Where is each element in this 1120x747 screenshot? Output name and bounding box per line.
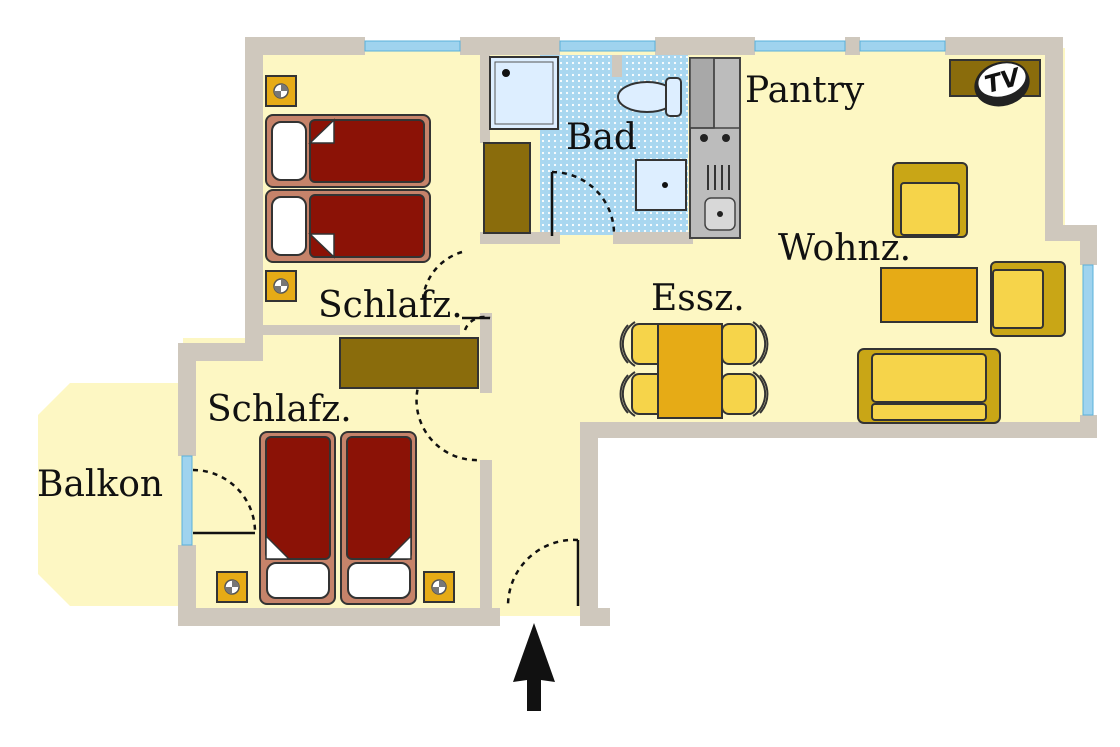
shower (489, 56, 559, 130)
room-label-balkon: Balkon (37, 464, 164, 505)
wardrobe-lower (339, 337, 479, 389)
room-label-schlafz-lower: Schlafz. (207, 389, 352, 430)
walls (178, 37, 1097, 626)
windows (181, 40, 1094, 546)
room-label-essz: Essz. (651, 278, 745, 319)
tv-icon: TV (949, 59, 1041, 107)
entrance-arrow-icon (513, 623, 555, 711)
bedside-lamps (216, 75, 455, 603)
sofa (857, 348, 1001, 424)
bed-upper-2 (265, 189, 431, 263)
balcony-area (38, 383, 188, 606)
bed-upper-1 (265, 114, 431, 188)
dining-table (657, 323, 723, 419)
bed-lower-1 (259, 431, 336, 605)
doors (192, 170, 616, 607)
room-label-pantry: Pantry (745, 70, 865, 111)
washbasin (635, 159, 687, 211)
toilet (617, 77, 682, 117)
room-label-schlafz-upper: Schlafz. (318, 285, 463, 326)
kitchenette (689, 57, 741, 239)
armchair-right (990, 261, 1066, 337)
room-label-bad: Bad (566, 117, 637, 158)
room-label-wohnz: Wohnz. (778, 228, 912, 269)
armchair-top (892, 162, 968, 238)
wardrobe-upper (483, 142, 531, 234)
coffee-table (880, 267, 978, 323)
bed-lower-2 (340, 431, 417, 605)
